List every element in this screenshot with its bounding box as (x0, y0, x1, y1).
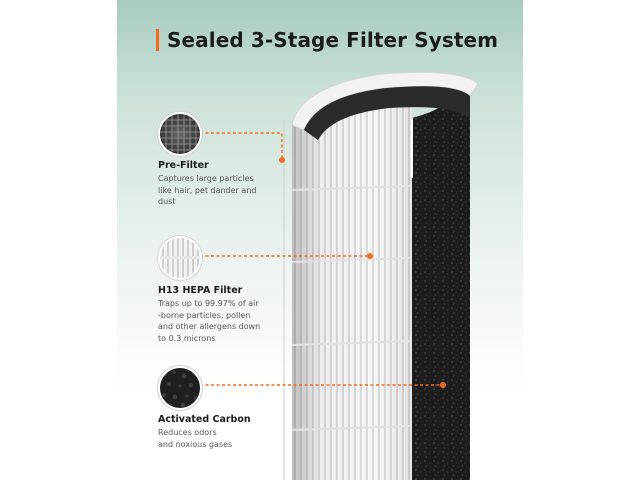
title-block: Sealed 3-Stage Filter System (156, 28, 498, 52)
hepa-bands (291, 185, 413, 431)
callout-prefilter-line (200, 132, 283, 158)
callout-prefilter-dot (279, 157, 285, 163)
carbon-foam-icon (158, 366, 202, 410)
stage-desc-hepa: Traps up to 99.97% of air -borne particl… (158, 299, 261, 343)
pre-filter-mesh-icon (158, 112, 202, 156)
title-accent-bar (156, 29, 159, 51)
stage-heading-hepa: H13 HEPA Filter (158, 285, 243, 296)
stage-heading-pre-filter: Pre-Filter (158, 160, 209, 171)
stage-desc-carbon: Reduces odors and noxious gases (158, 428, 233, 449)
hepa-shading (292, 78, 412, 480)
carbon-foam-body (412, 118, 470, 480)
callout-carbon-dot (440, 382, 446, 388)
hepa-pleats-icon (158, 236, 202, 280)
inner-core (304, 86, 470, 140)
stage-heading-carbon: Activated Carbon (158, 414, 251, 425)
page-title: Sealed 3-Stage Filter System (167, 28, 499, 52)
stage-desc-pre-filter: Captures large particles like hair, pet … (158, 174, 257, 206)
callout-hepa-dot (367, 253, 373, 259)
